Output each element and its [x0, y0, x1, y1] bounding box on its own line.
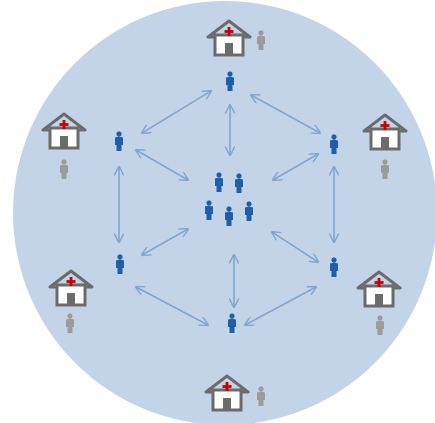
arrow-center-bottomleft	[142, 229, 188, 255]
connection-arrows	[119, 91, 334, 325]
arrow-topleft-top	[142, 91, 211, 133]
arrow-top-topright	[251, 95, 320, 133]
community-circle	[13, 1, 435, 423]
arrow-center-bottomright	[272, 232, 318, 262]
arrow-bottomleft-bottom	[136, 287, 208, 325]
arrow-topleft-center	[136, 150, 188, 180]
arrow-bottom-bottomright	[245, 287, 316, 325]
arrow-topright-center	[273, 154, 318, 180]
